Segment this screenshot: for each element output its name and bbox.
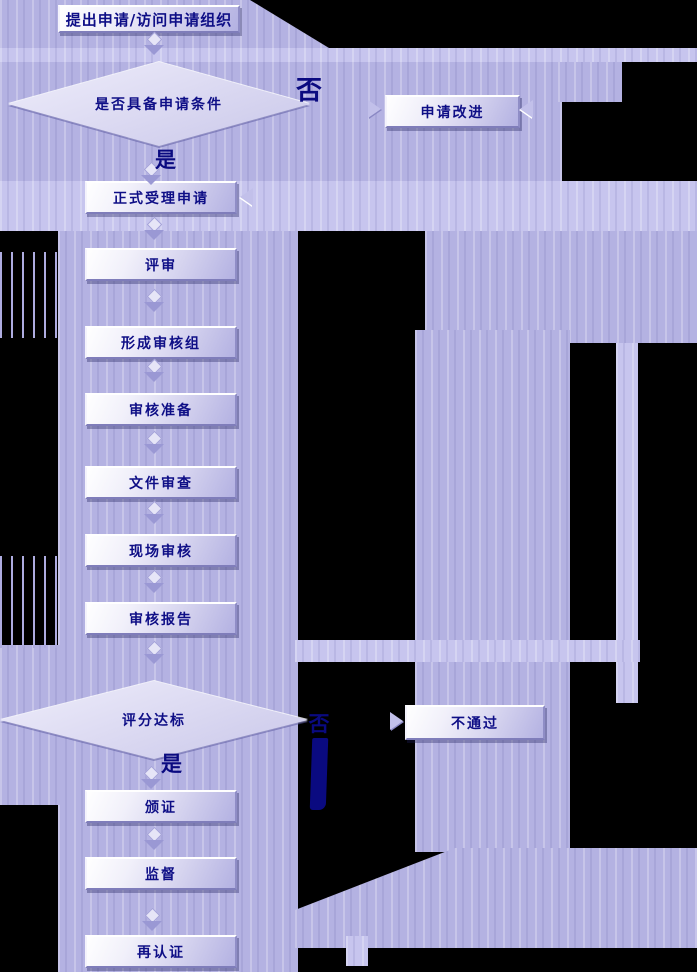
- node-recertification: 再认证: [85, 935, 237, 968]
- background-patch: [0, 556, 58, 648]
- node-review: 评审: [85, 248, 237, 281]
- branch-label-yes: 是: [155, 148, 176, 172]
- node-onsite-audit: 现场审核: [85, 534, 237, 567]
- node-supervision: 监督: [85, 857, 237, 890]
- left-arrow-icon: [240, 188, 253, 206]
- background-patch: [295, 848, 697, 948]
- node-audit-report: 审核报告: [85, 602, 237, 635]
- branch-label-yes: 是: [161, 752, 182, 776]
- node-audit-preparation: 审核准备: [85, 393, 237, 426]
- down-arrow-icon: [143, 219, 165, 241]
- down-arrow-icon: [141, 910, 163, 932]
- down-arrow-icon: [140, 164, 162, 186]
- node-document-review: 文件审查: [85, 466, 237, 499]
- down-arrow-icon: [143, 643, 165, 665]
- background-patch: [346, 936, 368, 966]
- background-patch: [415, 330, 570, 852]
- down-arrow-icon: [140, 768, 162, 790]
- down-arrow-icon: [143, 433, 165, 455]
- background-patch: [0, 252, 58, 338]
- decision-score-pass-label: 评分达标: [0, 681, 308, 759]
- background-patch: [425, 231, 697, 343]
- node-not-passed: 不通过: [405, 705, 545, 740]
- background-patch: [558, 62, 622, 102]
- right-arrow-icon: [390, 712, 403, 730]
- node-issue-certificate: 颁证: [85, 790, 237, 823]
- node-apply-improvement: 申请改进: [385, 95, 520, 128]
- node-form-audit-team: 形成审核组: [85, 326, 237, 359]
- branch-label-no: 否: [296, 76, 323, 106]
- branch-line: [309, 738, 329, 810]
- left-arrow-icon: [520, 100, 533, 118]
- node-submit-application: 提出申请/访问申请组织: [58, 5, 240, 33]
- down-arrow-icon: [143, 503, 165, 525]
- decision-score-pass: 评分达标: [0, 681, 308, 759]
- down-arrow-icon: [143, 34, 165, 56]
- decision-application-conditions-label: 是否具备申请条件: [8, 62, 310, 146]
- branch-label-no: 否: [304, 708, 334, 810]
- background-patch: [0, 48, 697, 62]
- decision-application-conditions: 是否具备申请条件: [8, 62, 310, 146]
- background-patch: [616, 343, 638, 703]
- down-arrow-icon: [143, 829, 165, 851]
- down-arrow-icon: [143, 572, 165, 594]
- down-arrow-icon: [143, 291, 165, 313]
- branch-label-no-text: 否: [308, 712, 330, 736]
- down-arrow-icon: [143, 361, 165, 383]
- right-arrow-icon: [368, 100, 381, 118]
- background-patch: [295, 640, 640, 662]
